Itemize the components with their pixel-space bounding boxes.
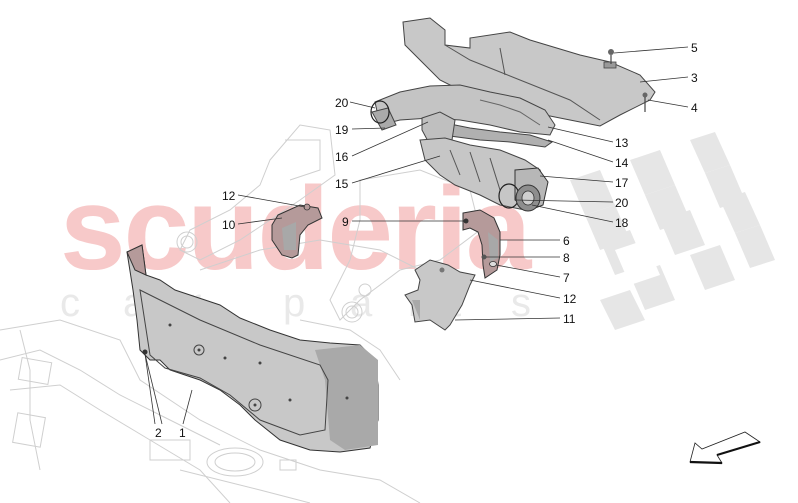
callout-part-17[interactable]: 17 (615, 176, 629, 190)
callout-part-6[interactable]: 6 (563, 234, 570, 248)
part-2-clip (142, 349, 148, 355)
part-14-lower-shield (438, 121, 554, 148)
callout-part-13[interactable]: 13 (615, 136, 629, 150)
part-8-nut (481, 254, 487, 260)
part-1-floor-heat-shield (126, 244, 379, 453)
part-9-bolt (463, 218, 469, 224)
callout-part-18[interactable]: 18 (615, 216, 629, 230)
part-11-lower-heat-shield (404, 259, 476, 331)
part-19-flange (371, 107, 397, 131)
part-4-bolt (642, 92, 648, 112)
part-12-nut-lower (439, 267, 445, 273)
callout-part-1[interactable]: 1 (179, 426, 186, 440)
part-5-bolt (608, 49, 614, 64)
callout-part-9[interactable]: 9 (342, 215, 349, 229)
callout-part-2[interactable]: 2 (155, 426, 162, 440)
leader-lines (144, 46, 689, 425)
part-18-outlet-flange (515, 184, 541, 212)
callout-part-11[interactable]: 11 (563, 312, 576, 326)
callout-part-14[interactable]: 14 (615, 156, 629, 170)
part-20-clamp-upper (370, 100, 390, 124)
callout-part-10[interactable]: 10 (222, 218, 236, 232)
checkered-flag-watermark (570, 132, 775, 330)
callout-part-8[interactable]: 8 (563, 251, 570, 265)
callout-part-20-upper[interactable]: 20 (335, 96, 349, 110)
part-13-exhaust-pipe-shield (374, 84, 556, 136)
part-6-side-heat-shield (462, 209, 501, 279)
ghost-chassis-outline (0, 124, 481, 503)
callout-part-3[interactable]: 3 (691, 71, 698, 85)
part-7-washer (489, 261, 497, 267)
callout-part-20-lower[interactable]: 20 (615, 196, 629, 210)
callout-part-7[interactable]: 7 (563, 271, 570, 285)
callout-part-4[interactable]: 4 (691, 101, 698, 115)
callout-part-19[interactable]: 19 (335, 123, 349, 137)
callout-part-12-lower[interactable]: 12 (563, 292, 577, 306)
callout-part-5[interactable]: 5 (691, 41, 698, 55)
callout-part-16[interactable]: 16 (335, 150, 349, 164)
direction-arrow-icon (689, 431, 761, 465)
callout-part-15[interactable]: 15 (335, 177, 349, 191)
part-10-bell-heat-shield (271, 204, 323, 259)
callout-part-12-upper[interactable]: 12 (222, 189, 236, 203)
